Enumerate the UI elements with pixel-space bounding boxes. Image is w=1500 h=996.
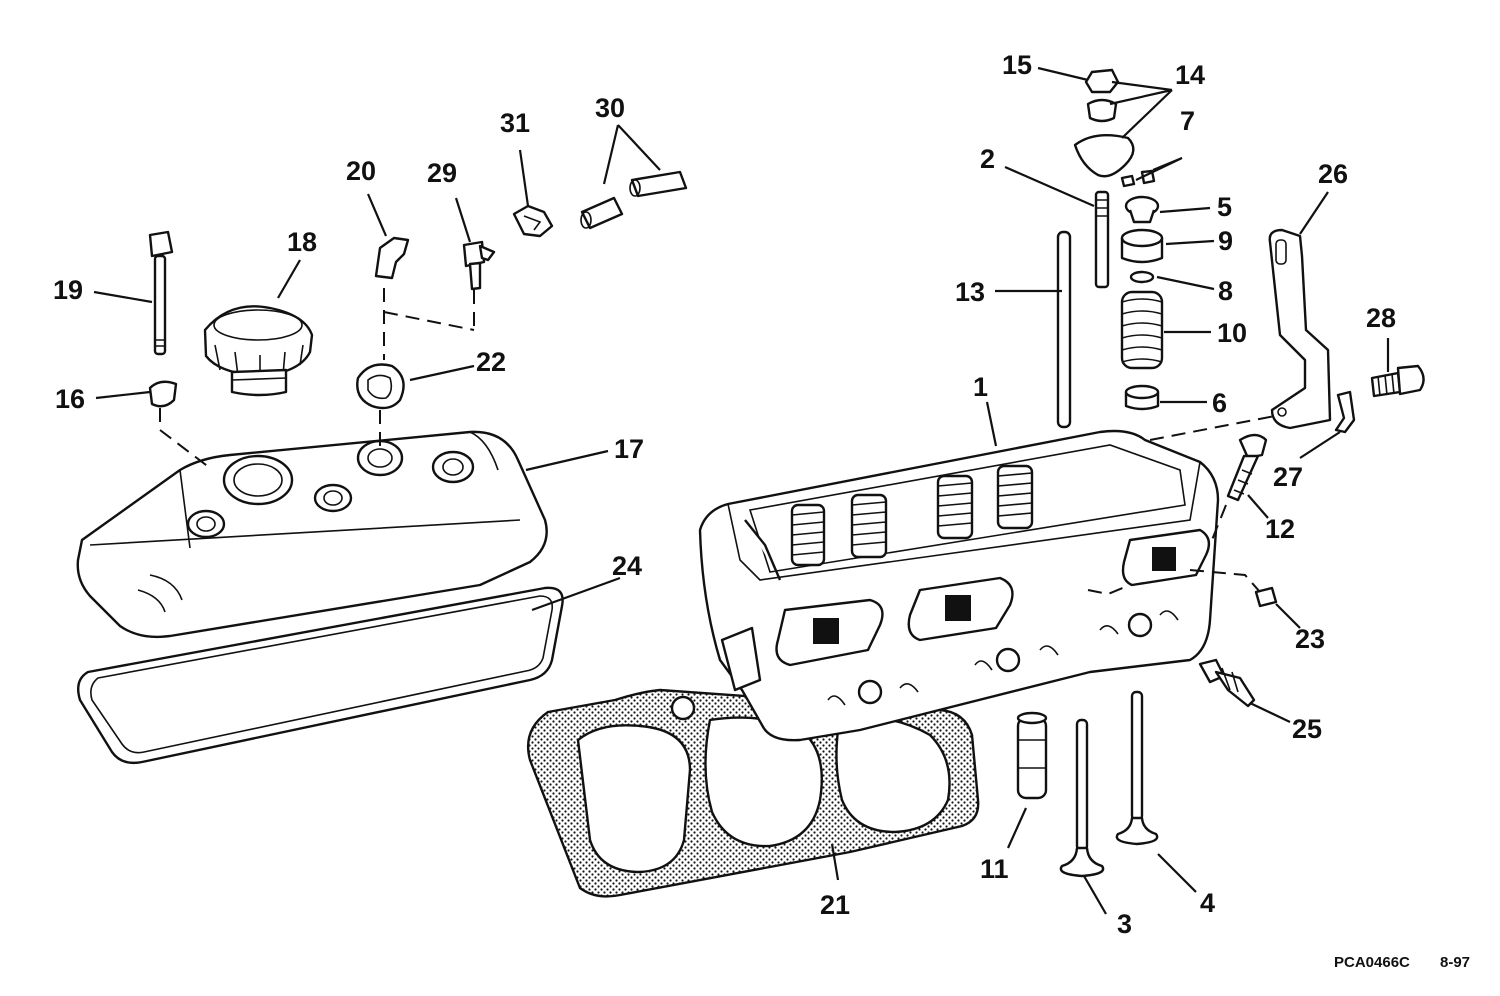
- callout-8: 8: [1218, 276, 1233, 306]
- assembly-lines: [159, 288, 1281, 596]
- bolt-19: [148, 230, 174, 356]
- callout-20: 20: [346, 156, 376, 186]
- drawing-reference: PCA0466C 8-97: [1334, 954, 1470, 971]
- callout-10: 10: [1217, 318, 1247, 348]
- callout-15: 15: [1002, 50, 1032, 80]
- fitting-29: [462, 240, 496, 291]
- callout-29: 29: [427, 158, 457, 188]
- callout-11: 11: [980, 854, 1009, 884]
- callout-31: 31: [500, 108, 530, 138]
- callout-28: 28: [1366, 303, 1396, 333]
- callout-4: 4: [1200, 888, 1215, 918]
- callout-13: 13: [955, 277, 985, 307]
- pushrod-13: [1056, 230, 1072, 429]
- clamp-31: [512, 204, 554, 238]
- callout-9: 9: [1218, 226, 1233, 256]
- callout-5: 5: [1217, 192, 1232, 222]
- callout-27: 27: [1273, 462, 1303, 492]
- leader-lines: [93, 66, 1390, 915]
- date-code: 8-97: [1440, 954, 1470, 971]
- grommet-22: [356, 363, 405, 410]
- callout-24: 24: [612, 551, 642, 581]
- grommet-16: [148, 380, 178, 408]
- callout-18: 18: [287, 227, 317, 257]
- callout-7: 7: [1180, 106, 1195, 136]
- rocker-stud-2: [1094, 190, 1110, 289]
- exhaust-valve-4: [1115, 690, 1159, 846]
- plug-23: [1254, 586, 1278, 608]
- rocker-arm-14: [1073, 68, 1135, 178]
- callout-1: 1: [973, 372, 988, 402]
- callout-19: 19: [53, 275, 83, 305]
- spring-stack: [1120, 195, 1164, 411]
- bolt-28: [1370, 364, 1425, 398]
- callout-26: 26: [1318, 159, 1348, 189]
- callout-30: 30: [595, 93, 625, 123]
- callout-numbers: 1 2 3 4 5 6 7 8 9 10 11 12 13 14 15 16 1…: [53, 50, 1396, 939]
- callout-21: 21: [820, 890, 850, 920]
- lifter-11: [1016, 711, 1048, 800]
- callout-22: 22: [476, 347, 506, 377]
- valve-springs: [790, 464, 1034, 567]
- temperature-sender-25: [1198, 658, 1256, 708]
- callout-16: 16: [55, 384, 85, 414]
- elbow-fitting-20: [374, 236, 410, 280]
- callout-2: 2: [980, 144, 995, 174]
- drawing-number: PCA0466C: [1334, 954, 1410, 971]
- lifting-bracket-26: [1268, 228, 1332, 430]
- callout-3: 3: [1117, 909, 1132, 939]
- callout-17: 17: [614, 434, 644, 464]
- callout-25: 25: [1292, 714, 1322, 744]
- intake-valve-3: [1059, 718, 1105, 878]
- callout-12: 12: [1265, 514, 1295, 544]
- callout-23: 23: [1295, 624, 1325, 654]
- head-gasket-21: [526, 688, 980, 898]
- oil-filler-cap-18: [203, 305, 314, 397]
- valve-cover-17: [76, 430, 548, 639]
- callout-14: 14: [1175, 60, 1205, 90]
- cylinder-head-1: [698, 429, 1220, 742]
- bolt-12: [1226, 433, 1268, 502]
- callout-6: 6: [1212, 388, 1227, 418]
- hose-30: [580, 170, 688, 230]
- clip-27: [1334, 390, 1356, 434]
